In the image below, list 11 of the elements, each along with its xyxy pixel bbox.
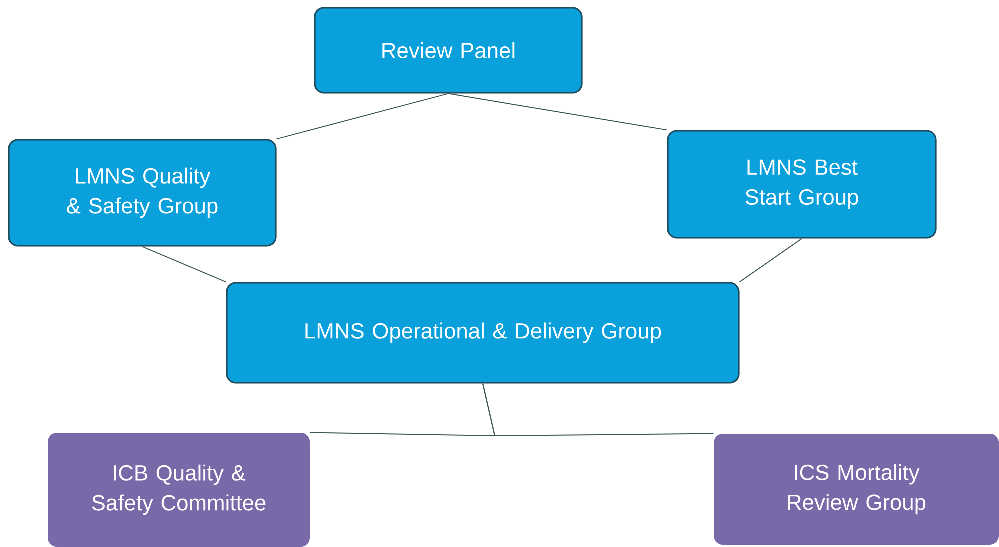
process-box: LMNS Best Start Group [667, 130, 937, 239]
process-box: ICS Mortality Review Group [714, 434, 999, 545]
connector-line [142, 246, 227, 283]
connector-line [739, 238, 802, 283]
process-box: LMNS Quality & Safety Group [8, 139, 277, 247]
connector-line [482, 383, 714, 436]
connector-line [276, 93, 449, 140]
connector-line [448, 93, 668, 131]
process-box: LMNS Operational & Delivery Group [226, 282, 740, 384]
process-box: Review Panel [314, 7, 583, 94]
process-box: ICB Quality & Safety Committee [48, 433, 310, 547]
